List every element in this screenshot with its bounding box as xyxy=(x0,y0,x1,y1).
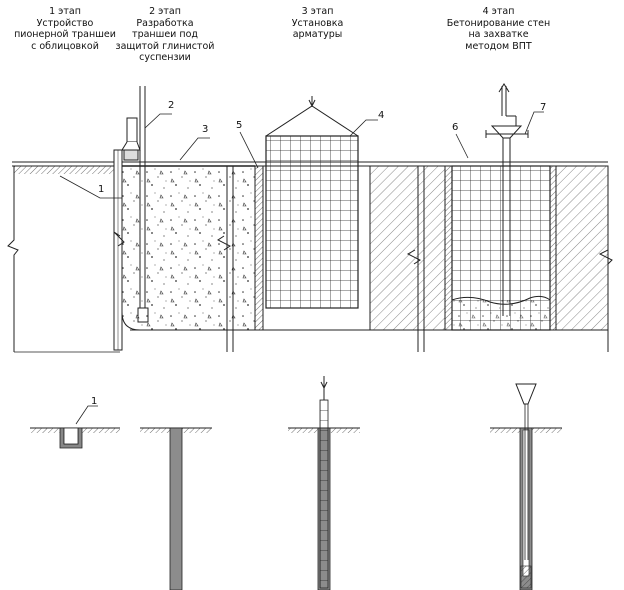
stage-2-title: 2 этап xyxy=(149,6,181,17)
stage-3-caption: 3 этап Установка арматуры xyxy=(270,6,365,41)
soil-boundary-right xyxy=(598,166,613,352)
concrete-wall-panel xyxy=(369,165,609,331)
callout-1-bottom: 1 xyxy=(91,396,97,407)
tremie-pipe xyxy=(485,83,529,316)
callout-2: 2 xyxy=(168,100,174,111)
break-mark-1 xyxy=(113,231,125,247)
stage-4-line-3: методом ВПТ xyxy=(465,40,532,52)
callout-6: 6 xyxy=(452,122,458,133)
stage-2-line-1: Разработка xyxy=(136,17,194,29)
bottom-stage-1: 1 xyxy=(30,396,120,449)
stage-3-line-1: Установка xyxy=(291,17,344,29)
break-mark-3 xyxy=(406,249,421,265)
stage-1-caption: 1 этап Устройство пионерной траншеи с об… xyxy=(10,6,120,52)
stage-2-line-4: суспензии xyxy=(139,52,191,63)
callout-7: 7 xyxy=(540,102,546,113)
stage-4-title: 4 этап xyxy=(482,6,515,17)
stage-3-title: 3 этап xyxy=(301,6,334,17)
callout-5: 5 xyxy=(236,120,242,131)
stage-3-line-2: арматуры xyxy=(292,29,343,40)
stage-1-line-1: Устройство xyxy=(36,17,94,29)
stage-2-caption: 2 этап Разработка траншеи под защитой гл… xyxy=(110,6,220,64)
slurry-trench xyxy=(121,165,256,331)
stage-4-line-2: на захватке xyxy=(468,29,529,40)
stop-pipe-1 xyxy=(226,166,234,352)
stage-4-line-1: Бетонирование стен xyxy=(446,17,551,29)
stage-4-caption: 4 этап Бетонирование стен на захватке ме… xyxy=(436,6,561,52)
stage-1-line-3: с облицовкой xyxy=(31,40,99,52)
callout-1: 1 xyxy=(98,184,104,195)
stage-2-line-3: защитой глинистой xyxy=(115,40,215,52)
soil-boundary-left xyxy=(7,166,19,352)
stage-1-title: 1 этап xyxy=(49,6,81,17)
bottom-stage-2 xyxy=(140,427,212,590)
callouts-top xyxy=(59,111,544,199)
stage-2-line-2: траншеи под xyxy=(132,29,198,40)
callout-3: 3 xyxy=(202,124,208,135)
reinforcement-cage xyxy=(265,96,359,309)
wall-panel-5 xyxy=(254,165,264,331)
stage-1-line-2: пионерной траншеи xyxy=(14,29,116,40)
stage4-cage xyxy=(444,165,557,331)
soil-hatch-left xyxy=(14,166,114,174)
bottom-stage-4 xyxy=(490,383,562,590)
callout-4: 4 xyxy=(378,110,384,121)
pioneer-trench-lining xyxy=(113,149,123,351)
bottom-stage-3 xyxy=(288,376,360,590)
